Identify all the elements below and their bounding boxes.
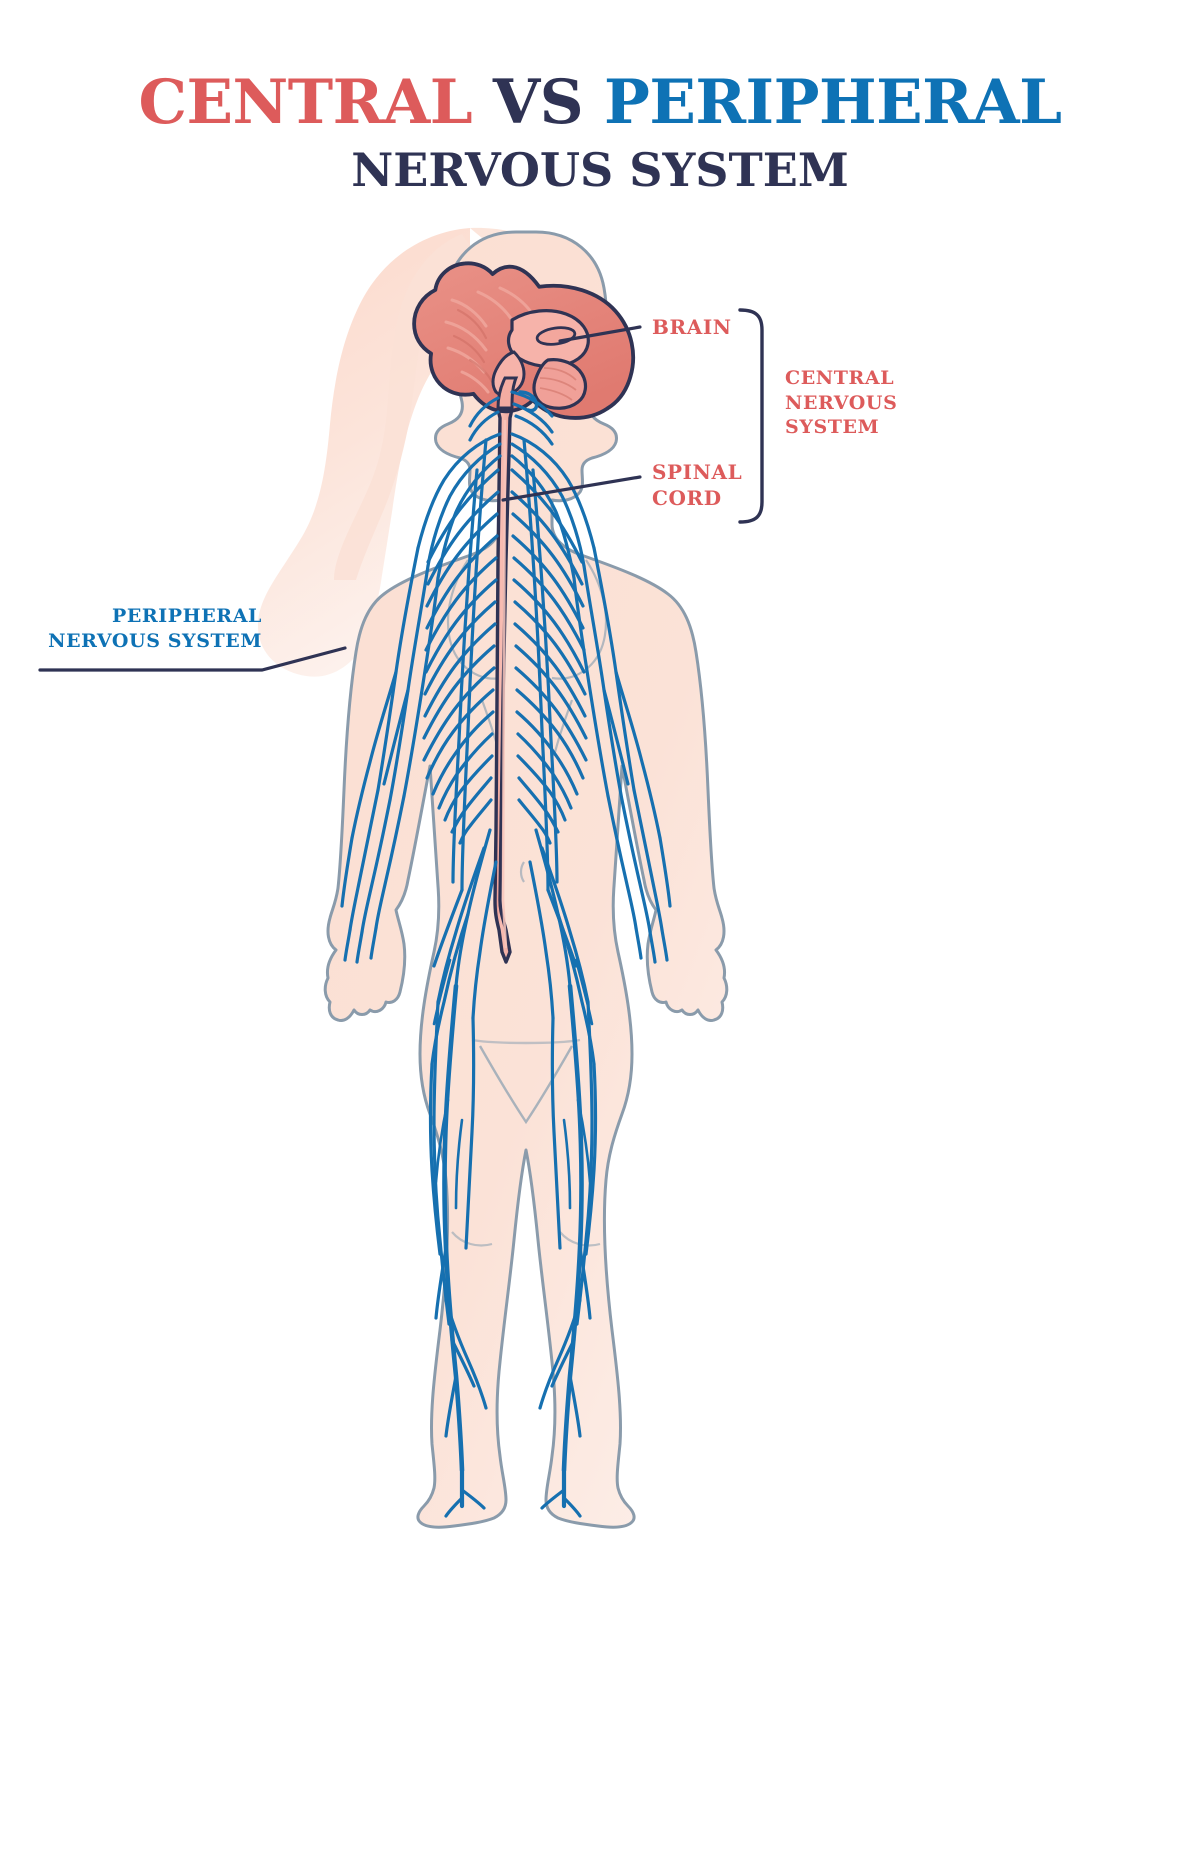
title-word-vs: VS <box>492 67 584 138</box>
body-silhouette <box>323 230 729 1529</box>
label-peripheral-nervous-system: PERIPHERAL NERVOUS SYSTEM <box>30 604 262 653</box>
spinal-cord <box>493 368 514 964</box>
label-central-nervous-system: CENTRAL NERVOUS SYSTEM <box>785 366 925 440</box>
leader-peripheral <box>38 646 347 672</box>
label-pns-line-1: PERIPHERAL <box>111 605 262 627</box>
label-spinal-cord: SPINAL CORD <box>652 459 762 511</box>
leader-brain <box>558 325 642 343</box>
abdomen-contour <box>519 861 525 883</box>
title-word-peripheral: PERIPHERAL <box>603 67 1062 138</box>
brain <box>412 261 636 420</box>
label-spinal-cord-line-2: CORD <box>652 486 722 510</box>
label-cns-line-3: SYSTEM <box>785 416 880 439</box>
label-brain-text: BRAIN <box>652 315 732 339</box>
label-cns-line-2: NERVOUS <box>785 391 898 414</box>
label-cns-line-1: CENTRAL <box>785 367 895 389</box>
peripheral-nerves <box>340 390 672 1518</box>
title-line-1: CENTRAL VS PERIPHERAL <box>0 72 1200 133</box>
label-brain: BRAIN <box>652 314 732 340</box>
label-pns-line-2: NERVOUS SYSTEM <box>48 629 262 652</box>
label-spinal-cord-line-1: SPINAL <box>652 460 743 484</box>
title-word-central: CENTRAL <box>138 67 473 138</box>
callout-leaders <box>38 308 764 672</box>
page-title: CENTRAL VS PERIPHERAL NERVOUS SYSTEM <box>0 72 1200 193</box>
pelvis-contour <box>471 1038 581 1125</box>
cns-bracket <box>738 308 764 524</box>
leader-spinal-cord <box>501 475 642 502</box>
title-line-2: NERVOUS SYSTEM <box>351 143 849 197</box>
hair-front-overlay <box>334 234 470 580</box>
